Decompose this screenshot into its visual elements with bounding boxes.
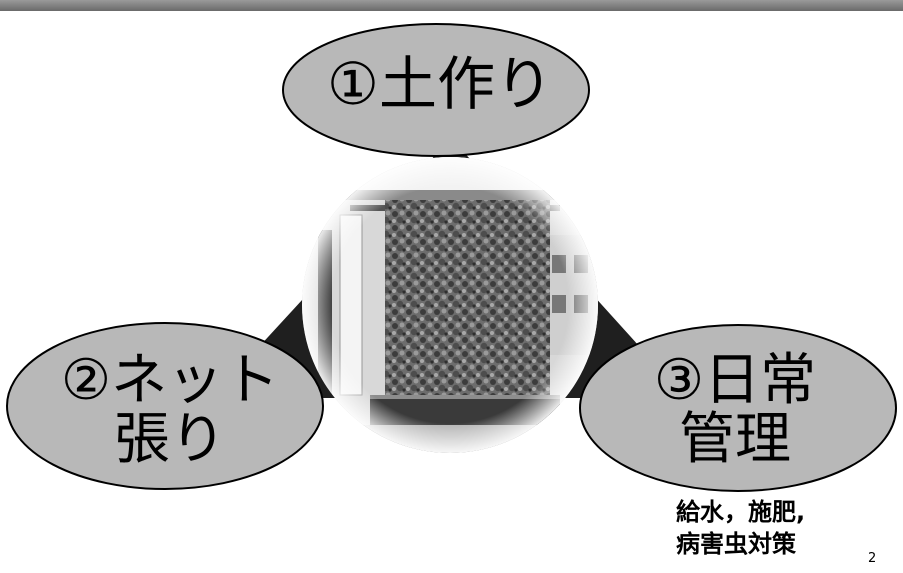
stage-3-note: 給水，施肥, 病害虫対策 (676, 496, 856, 561)
page-number: 2 (868, 551, 877, 566)
stage-3-ellipse (579, 324, 897, 492)
green-wall-photo-icon (302, 157, 598, 453)
stage-3-label-line1: ③日常 (653, 348, 817, 413)
stage-1-label: ①土作り (290, 54, 590, 115)
stage-3-label-line2: 管理 (679, 406, 791, 472)
stage-1-ellipse (282, 23, 590, 157)
stage-3-label: ③日常 管理 (600, 348, 870, 472)
stage-2-label-line1: ②ネット (60, 348, 280, 413)
stage-3-note-line2: 病害虫対策 (676, 530, 796, 559)
top-bar (0, 0, 903, 11)
stage-2-ellipse (6, 322, 324, 490)
stage-2-label: ②ネット 張り (20, 348, 320, 472)
stage-1-label-line1: ①土作り (327, 50, 553, 118)
stage-3-note-line1: 給水，施肥, (676, 498, 806, 526)
stage-2-label-line2: 張り (114, 406, 226, 472)
